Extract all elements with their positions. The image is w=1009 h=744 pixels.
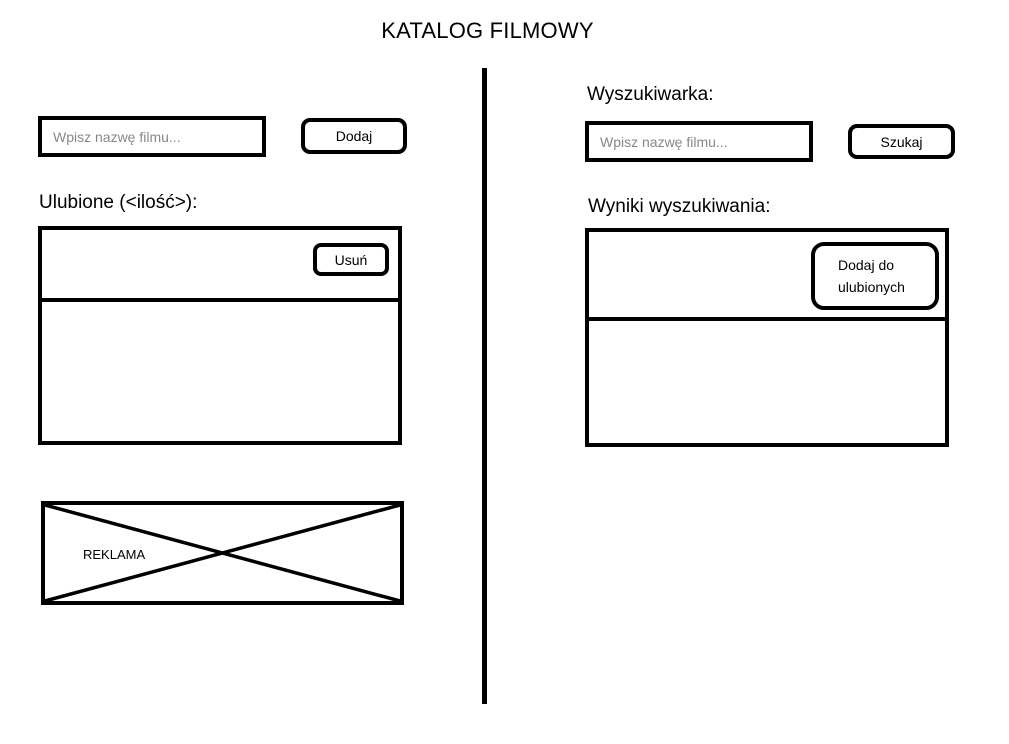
list-row-divider — [585, 317, 949, 321]
ad-banner: REKLAMA — [41, 501, 404, 605]
add-favorite-button[interactable]: Dodaj — [301, 118, 407, 154]
ad-label: REKLAMA — [83, 547, 146, 562]
search-input[interactable] — [585, 121, 813, 162]
add-to-favorites-button[interactable]: Dodaj do ulubionych — [811, 242, 939, 310]
search-heading: Wyszukiwarka: — [587, 84, 714, 105]
search-results-list: Dodaj do ulubionych — [585, 228, 949, 447]
favorites-list: Usuń — [38, 226, 402, 445]
list-row-divider — [38, 298, 402, 302]
remove-favorite-button[interactable]: Usuń — [313, 243, 389, 276]
panel-divider — [482, 68, 487, 704]
search-results-heading: Wyniki wyszukiwania: — [588, 196, 771, 217]
favorite-name-input[interactable] — [38, 116, 266, 157]
page-title: KATALOG FILMOWY — [381, 18, 594, 43]
ad-placeholder-cross-icon — [45, 505, 400, 601]
favorites-heading: Ulubione (<ilość>): — [39, 192, 198, 213]
search-button[interactable]: Szukaj — [848, 124, 955, 159]
